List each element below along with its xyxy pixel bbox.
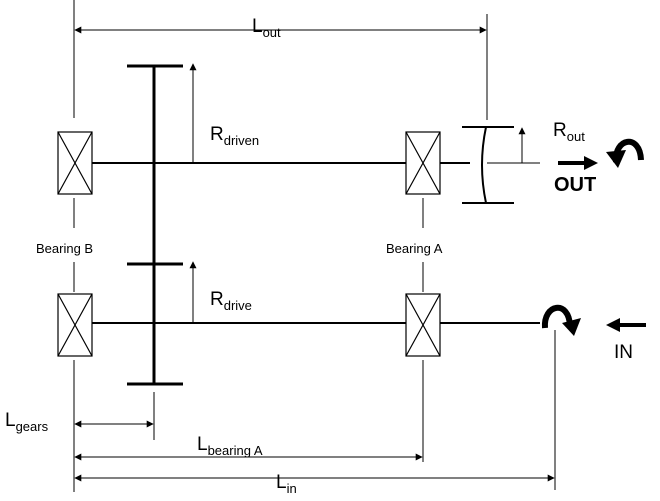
label-l-gears: Lgears: [5, 410, 49, 434]
extension-lines: [73, 0, 556, 492]
label-r-out: Rout: [553, 120, 585, 144]
bearing-a-bottom: [405, 293, 441, 357]
torque-in-icon: [541, 304, 581, 336]
label-bearing-a: Bearing A: [386, 241, 443, 256]
label-r-drive: Rdrive: [210, 289, 252, 313]
output-gear: [481, 126, 487, 204]
out-arrow-icon: [558, 156, 598, 170]
bearing-a-top: [405, 131, 441, 195]
label-l-bearing-a: Lbearing A: [197, 434, 263, 458]
label-bearing-b: Bearing B: [36, 241, 93, 256]
label-in: IN: [614, 342, 633, 363]
label-l-in: Lin: [276, 472, 297, 496]
dimension-lines: [74, 26, 555, 482]
in-arrow-icon: [606, 318, 646, 332]
torque-out-icon: [606, 138, 644, 168]
gears: [127, 64, 514, 386]
label-out: OUT: [554, 174, 596, 196]
label-l-out: Lout: [252, 16, 281, 40]
bearing-b-bottom: [57, 293, 93, 357]
shafts: [92, 162, 540, 324]
label-r-driven: Rdriven: [210, 124, 259, 148]
bearing-b-top: [57, 131, 93, 195]
